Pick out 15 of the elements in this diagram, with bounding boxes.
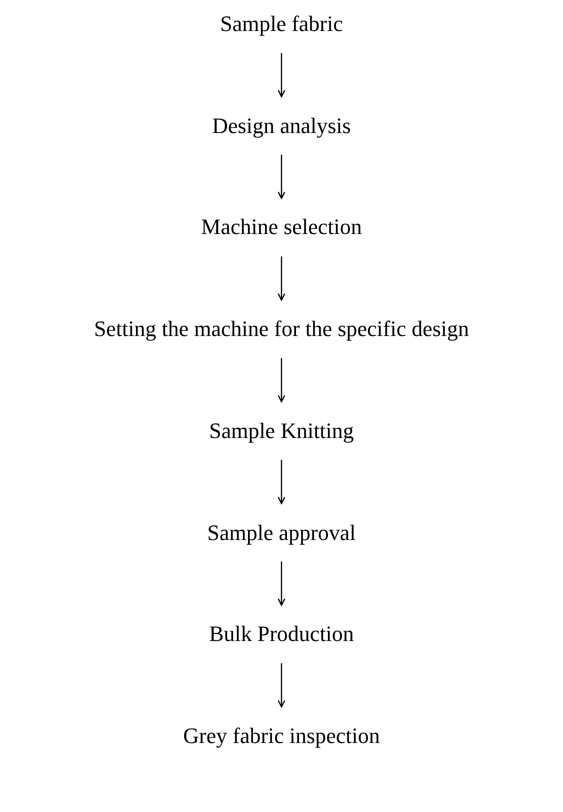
arrow xyxy=(278,460,286,504)
arrow xyxy=(278,53,286,98)
step-text: Design analysis xyxy=(0,100,563,151)
step-text: Sample approval xyxy=(0,508,563,558)
step-text: Sample Knitting xyxy=(0,406,563,456)
arrow xyxy=(278,256,286,301)
arrow xyxy=(278,358,286,402)
step-text: Grey fabric inspection xyxy=(0,710,563,761)
step-text: Machine selection xyxy=(0,202,563,252)
arrow xyxy=(278,562,286,606)
step-text: Setting the machine for the specific design xyxy=(0,304,563,354)
step-text: Bulk Production xyxy=(0,609,563,660)
arrow xyxy=(278,154,286,199)
step-text: Sample fabric xyxy=(0,0,563,49)
arrow xyxy=(278,663,286,708)
